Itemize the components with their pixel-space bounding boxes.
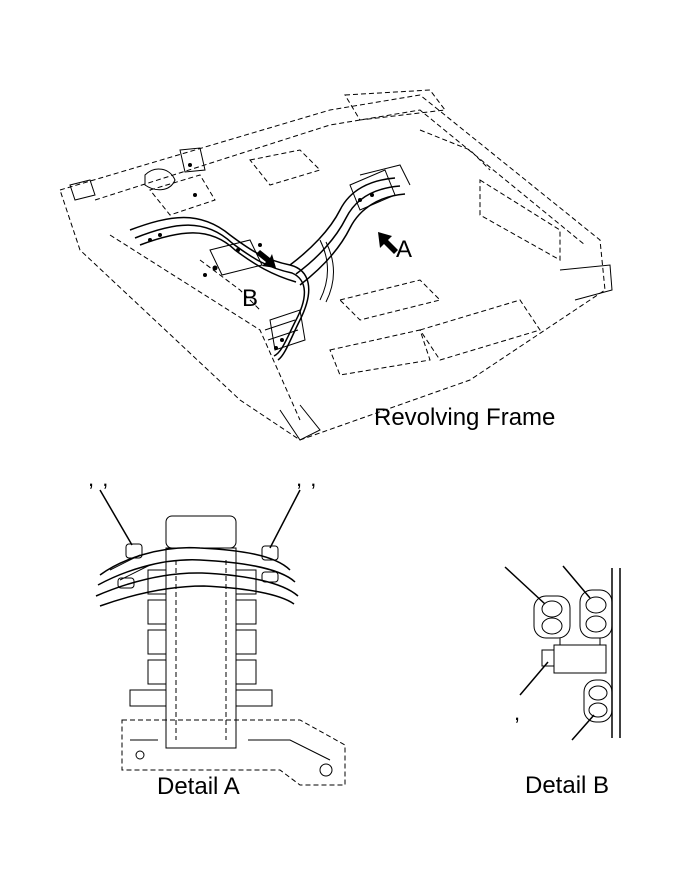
detail-b-drawing: [504, 565, 621, 741]
hose-bundle: [129, 147, 411, 361]
callout-arrow-b: [256, 250, 276, 268]
detail-a-mark-left: , ,: [88, 466, 110, 491]
detail-dots: [148, 163, 374, 350]
detail-b-mark-bottom: ,: [514, 700, 522, 725]
revolving-frame-caption: Revolving Frame: [374, 404, 556, 431]
detail-a-caption: Detail A: [157, 773, 240, 800]
detail-a-drawing: [95, 489, 346, 786]
detail-a-mark-right: , ,: [296, 466, 318, 491]
callout-b-label: B: [242, 285, 259, 312]
callout-arrow-a: [378, 232, 398, 254]
frame-outline: [59, 89, 613, 441]
detail-b-caption: Detail B: [525, 772, 610, 799]
callout-a-label: A: [396, 236, 413, 263]
